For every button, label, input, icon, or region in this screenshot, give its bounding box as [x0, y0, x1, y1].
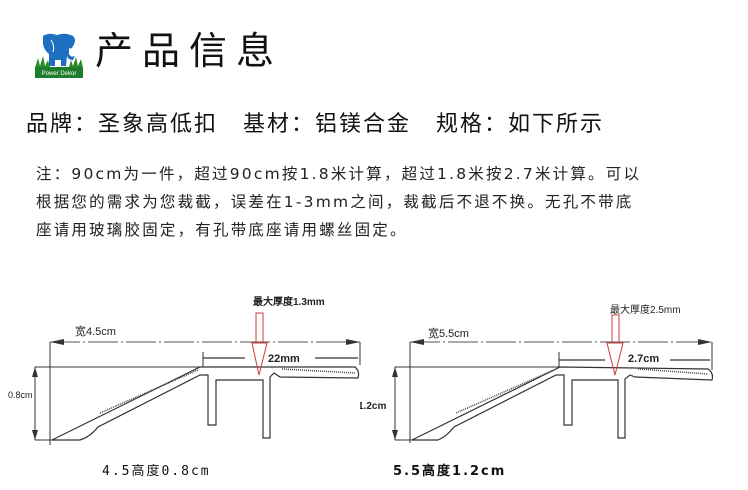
svg-text:最大厚度1.3mm: 最大厚度1.3mm: [253, 295, 325, 308]
svg-text:1.2cm: 1.2cm: [360, 401, 386, 412]
thickness-arrow-icon: [606, 314, 624, 376]
page-title: 产品信息: [95, 29, 284, 73]
svg-text:Power Dekor: Power Dekor: [42, 71, 77, 77]
note-line: 根据您的需求为您裁截，误差在1-3mm之间，裁截后不退不换。无孔不带底: [36, 193, 634, 211]
diagram-1-caption: 4.5高度0.8cm: [102, 464, 211, 479]
spec-line: 品牌：圣象高低扣 基材：铝镁合金 规格：如下所示: [26, 110, 620, 140]
note-line: 注：90cm为一件，超过90cm按1.8米计算，超过1.8米按2.7米计算。可以: [36, 165, 642, 183]
diagram-2-caption: 5.5高度1.2cm: [393, 464, 507, 479]
svg-text:2.7cm: 2.7cm: [628, 353, 659, 365]
svg-text:宽5.5cm: 宽5.5cm: [428, 326, 469, 340]
note-paragraph: 注：90cm为一件，超过90cm按1.8米计算，超过1.8米按2.7米计算。可以…: [36, 160, 726, 244]
brand-spec: 品牌：圣象高低扣: [26, 112, 219, 137]
elephant-logo-icon: Power Dekor: [35, 33, 83, 78]
svg-text:0.8cm: 0.8cm: [8, 390, 33, 400]
brand-logo: Power Dekor: [35, 32, 83, 78]
profile-diagram-2: 宽5.5cm 2.7cm 1.2cm 最大厚度2.5mm: [358, 285, 748, 455]
size-spec: 规格：如下所示: [436, 112, 605, 137]
thickness-arrow-icon: [251, 312, 268, 376]
note-line: 座请用玻璃胶固定，有孔带底座请用螺丝固定。: [36, 221, 408, 239]
profile-diagram-1: 宽4.5cm 22mm 0.8cm 最大厚度1.3mm: [0, 285, 380, 455]
svg-text:宽4.5cm: 宽4.5cm: [75, 324, 116, 338]
svg-text:最大厚度2.5mm: 最大厚度2.5mm: [610, 303, 681, 316]
material-spec: 基材：铝镁合金: [243, 112, 412, 137]
svg-text:22mm: 22mm: [268, 353, 300, 365]
